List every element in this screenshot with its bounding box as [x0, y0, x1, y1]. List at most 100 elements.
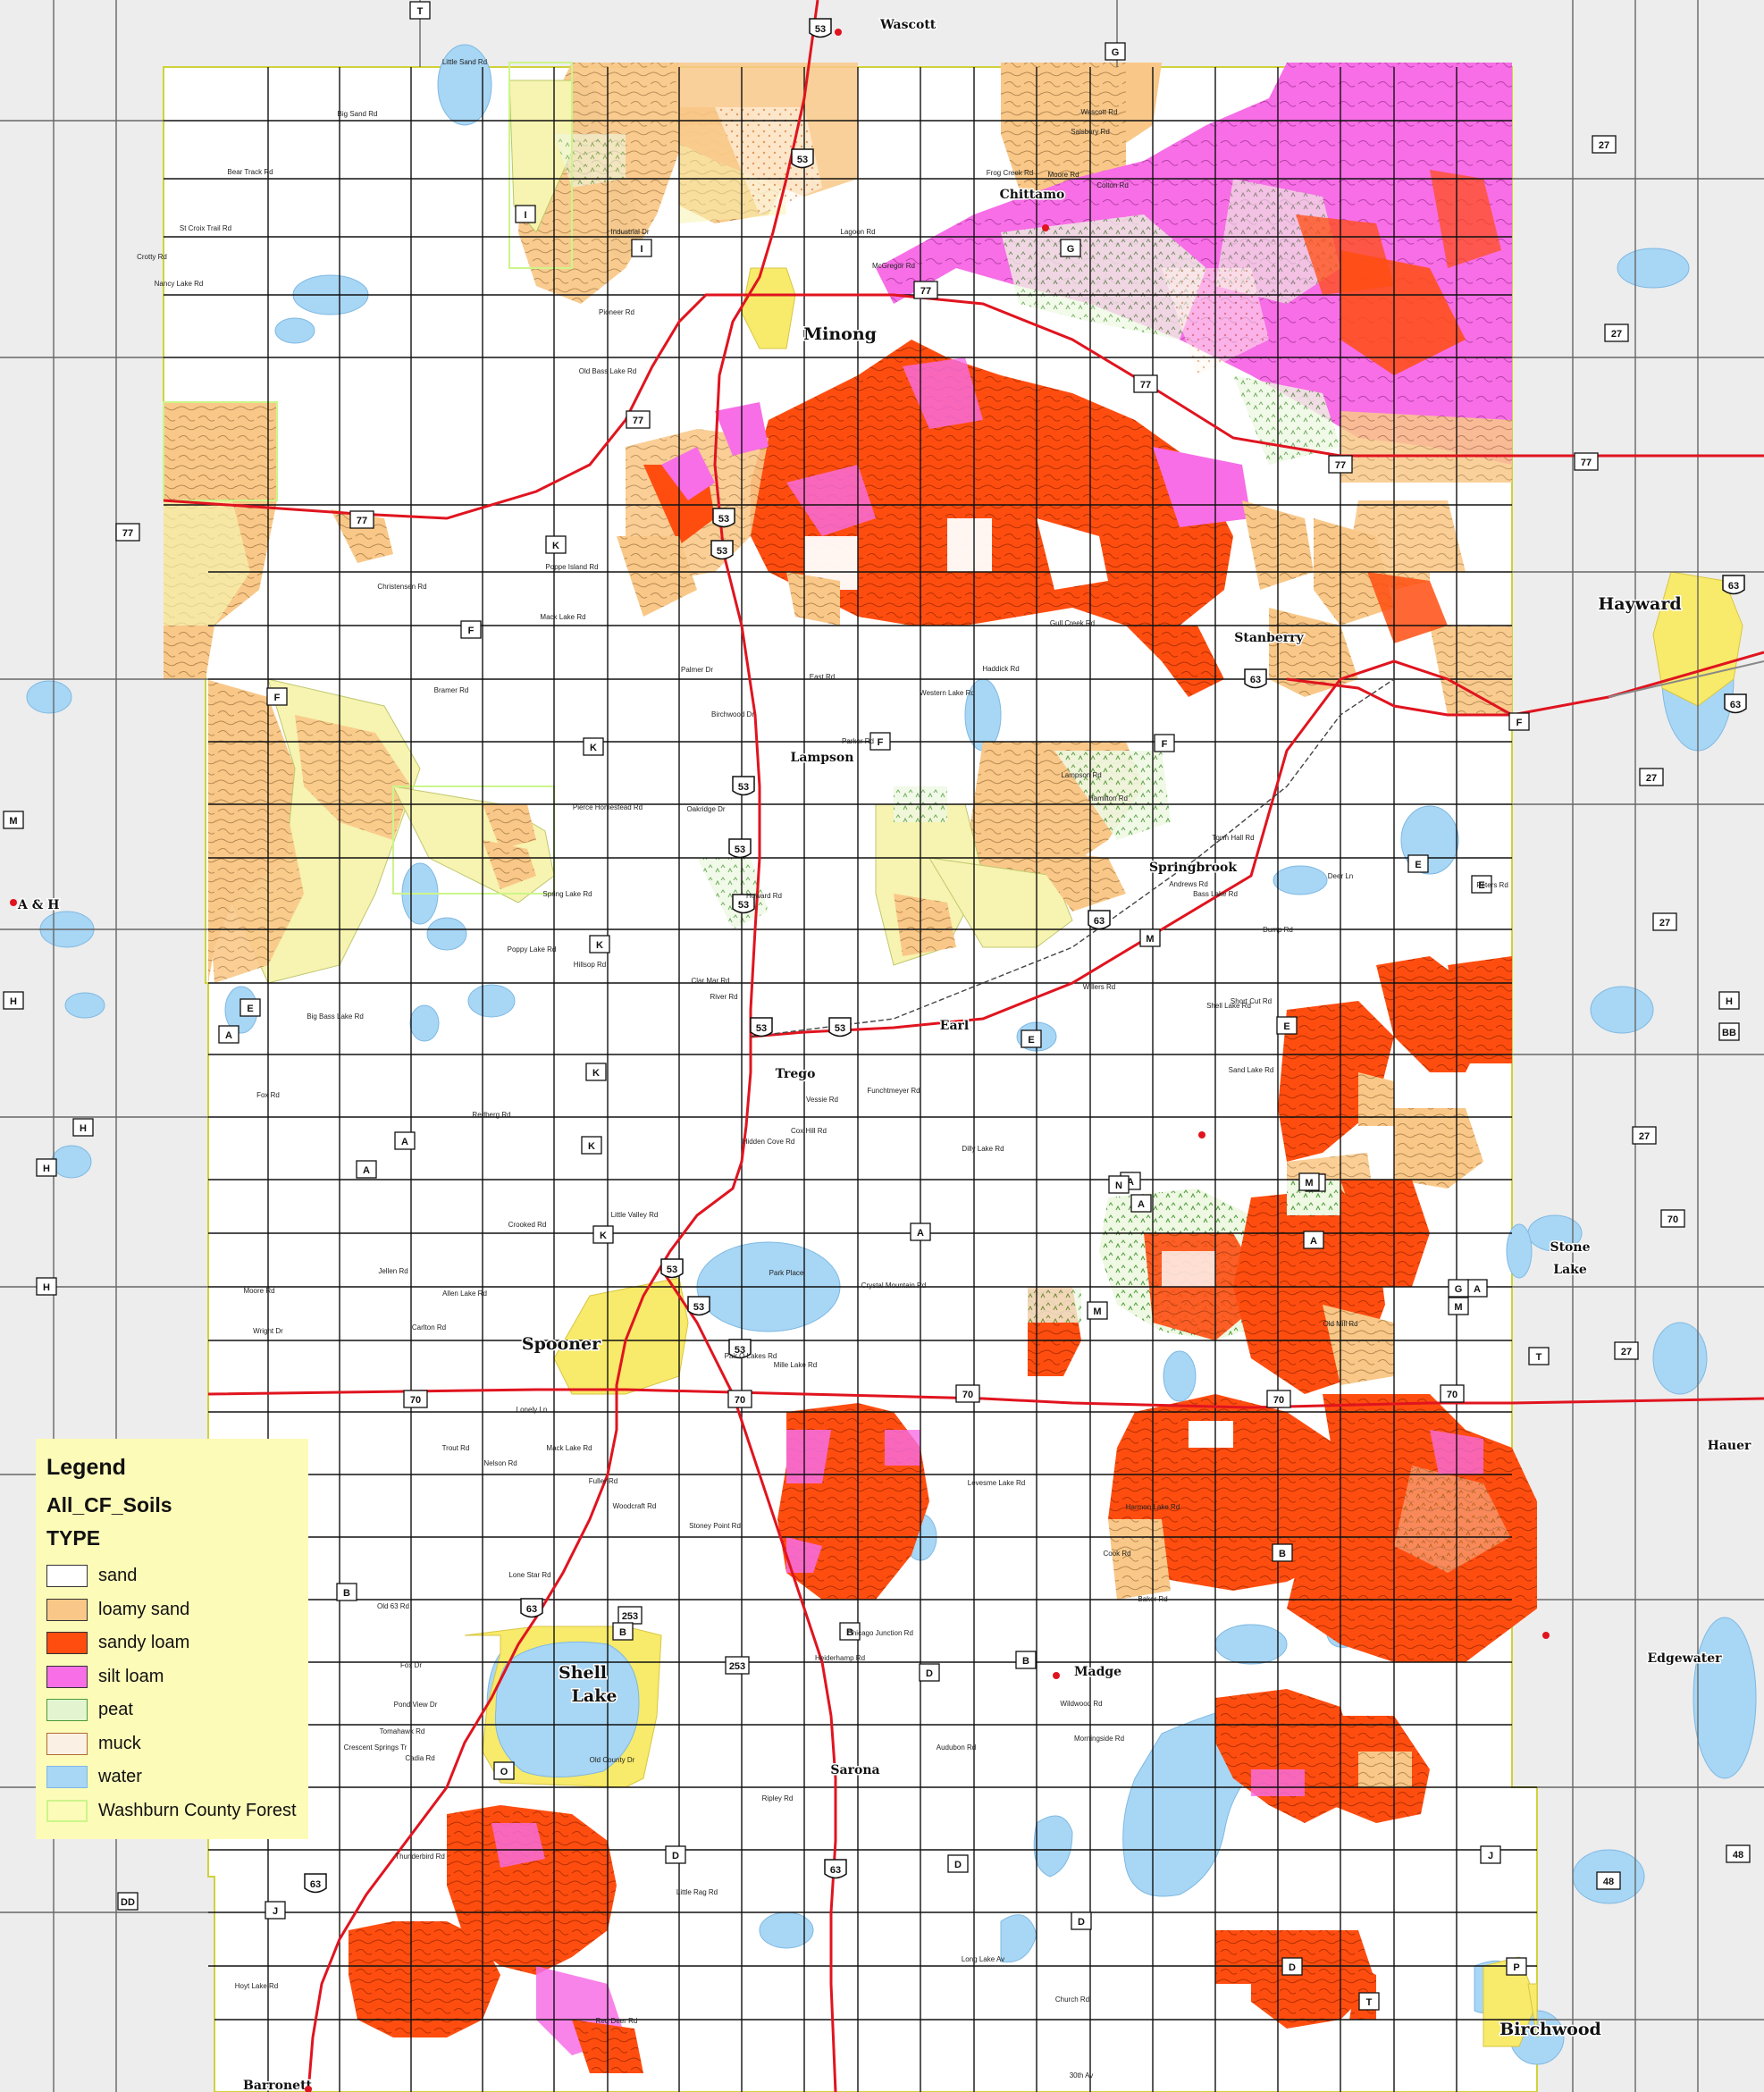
- road-label: Trout Rd: [442, 1444, 470, 1452]
- road-label: Mack Lake Rd: [546, 1444, 592, 1452]
- road-label: Fuller Rd: [589, 1477, 617, 1485]
- county-route-shield: D: [665, 1845, 686, 1864]
- county-route-shield: B: [839, 1622, 861, 1641]
- county-route-number: H: [43, 1164, 50, 1174]
- legend-item-loamy-sand: loamy sand: [46, 1593, 308, 1627]
- place-label: Stanberry: [1234, 631, 1304, 645]
- legend-swatch-sand: [46, 1565, 88, 1588]
- us-route-shield: 53: [732, 894, 755, 914]
- county-route-shield: M: [1448, 1297, 1469, 1315]
- county-route-number: B: [846, 1627, 853, 1638]
- state-route-shield: 77: [349, 510, 374, 529]
- road-label: Cox Hill Rd: [791, 1127, 827, 1135]
- road-label: Heiderhamp Rd: [815, 1654, 865, 1662]
- county-route-shield: D: [919, 1663, 940, 1682]
- county-route-number: K: [600, 1231, 607, 1241]
- state-route-number: 70: [410, 1395, 421, 1406]
- county-route-shield: B: [612, 1622, 634, 1641]
- county-route-shield: H: [36, 1277, 57, 1296]
- county-route-shield: B: [1272, 1543, 1293, 1562]
- county-route-number: D: [1078, 1917, 1085, 1928]
- county-route-shield: K: [592, 1225, 614, 1244]
- legend-label: loamy sand: [98, 1599, 190, 1619]
- us-route-shield: 53: [687, 1296, 710, 1316]
- road-label: Bear Track Rd: [227, 168, 273, 176]
- legend-item-silt-loam: silt loam: [46, 1660, 308, 1694]
- county-route-number: H: [80, 1123, 87, 1134]
- state-route-shield: 70: [403, 1390, 428, 1408]
- legend-swatch-sandy-loam: [46, 1632, 88, 1655]
- county-route-number: A: [363, 1165, 370, 1176]
- place-labels: WascottMinongChittamoHaywardStanberryLam…: [16, 17, 1753, 2092]
- place-label: Lake: [1553, 1263, 1587, 1277]
- road-label: Short Cut Rd: [1231, 997, 1272, 1005]
- place-label: Hauer: [1708, 1439, 1751, 1453]
- place-label: Minong: [803, 324, 877, 344]
- road-label: Mack Lake Rd: [540, 613, 585, 621]
- county-route-shield: D: [1071, 1911, 1092, 1930]
- place-label: Lake: [572, 1686, 617, 1706]
- road-label: Sand Lake Rd: [1229, 1066, 1274, 1074]
- county-route-shield: A: [1303, 1231, 1324, 1249]
- road-label: Wascott Rd: [1080, 108, 1117, 116]
- county-route-shield: P: [1506, 1957, 1527, 1976]
- us-route-shield: 53: [728, 1339, 752, 1359]
- state-route-number: 27: [1646, 773, 1657, 784]
- legend-label: water: [98, 1767, 142, 1787]
- road-label: Lone Star Rd: [508, 1571, 550, 1579]
- county-route-shield: I: [515, 205, 536, 223]
- county-route-shield: A: [218, 1025, 239, 1044]
- legend-label: sand: [98, 1566, 138, 1586]
- state-route-number: 77: [633, 416, 643, 426]
- county-route-number: F: [1516, 718, 1523, 728]
- us-route-shield: 53: [809, 18, 832, 38]
- road-label: Big Sand Rd: [338, 110, 378, 118]
- road-label: Old 63 Rd: [377, 1602, 409, 1610]
- road-label: Spring Lake Rd: [542, 890, 592, 898]
- road-label: Willers Rd: [1083, 983, 1115, 991]
- county-route-shield: E: [239, 998, 261, 1017]
- road-label: McGregor Rd: [872, 262, 915, 270]
- legend-item-muck: muck: [46, 1727, 308, 1761]
- railroad: [750, 678, 1395, 1038]
- place-label: Edgewater: [1647, 1651, 1722, 1666]
- place-markers: [10, 29, 1550, 2092]
- us-route-shield: 63: [520, 1598, 543, 1618]
- us-route-number: 53: [756, 1023, 767, 1034]
- us-route-shield: 63: [1244, 668, 1267, 689]
- county-route-shield: F: [1508, 712, 1530, 731]
- road-label: Church Rd: [1055, 1995, 1089, 2004]
- county-route-number: G: [1455, 1284, 1463, 1295]
- county-route-shield: F: [266, 687, 288, 706]
- county-route-shield: F: [869, 732, 891, 751]
- state-route-number: 27: [1621, 1347, 1632, 1357]
- legend-field-name: TYPE: [46, 1526, 101, 1550]
- county-route-number: E: [1415, 860, 1421, 870]
- place-label: Madge: [1074, 1665, 1121, 1679]
- road-label: Vessie Rd: [806, 1096, 838, 1104]
- county-route-shield: G: [1060, 239, 1081, 257]
- county-route-shield: A: [910, 1222, 931, 1241]
- road-label: Bramer Rd: [434, 686, 469, 694]
- state-route-number: 77: [1335, 460, 1346, 471]
- road-label: Allen Lake Rd: [442, 1290, 487, 1298]
- road-label: Nancy Lake Rd: [155, 280, 204, 288]
- us-route-number: 63: [1728, 581, 1739, 592]
- county-route-number: E: [1283, 1021, 1289, 1032]
- legend-item-sandy-loam: sandy loam: [46, 1626, 308, 1660]
- us-route-number: 53: [735, 844, 745, 855]
- county-route-number: K: [552, 541, 559, 551]
- county-route-shield: E: [1471, 875, 1492, 894]
- road-label: Old Bass Lake Rd: [579, 367, 636, 375]
- place-label: Trego: [776, 1067, 816, 1081]
- county-route-shield: H: [1718, 991, 1740, 1010]
- state-route-number: 48: [1733, 1850, 1743, 1861]
- county-route-shield: M: [1087, 1301, 1108, 1320]
- state-route-shield: 77: [626, 410, 651, 429]
- county-route-number: D: [672, 1851, 679, 1861]
- state-route-number: 70: [1447, 1390, 1457, 1400]
- legend-label: muck: [98, 1733, 141, 1753]
- county-route-number: K: [592, 1068, 600, 1079]
